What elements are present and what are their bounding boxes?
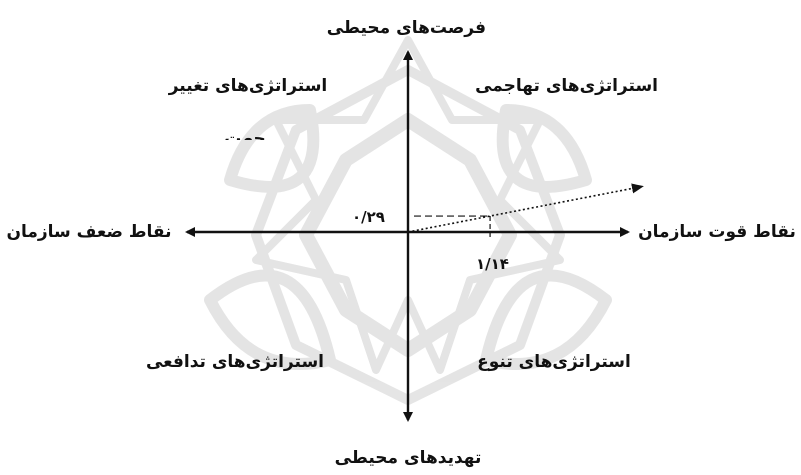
opportunities-axis-label: فرصت‌های محیطی xyxy=(330,17,486,39)
weaknesses-axis-label: نقاط ضعف سازمان xyxy=(6,221,172,243)
strengths-axis-label: نقاط قوت سازمان xyxy=(637,221,797,243)
top-left-quadrant-label: استراتژی‌های تغییر xyxy=(158,75,338,97)
x-value-label: ۱/۱۴ xyxy=(476,255,509,273)
bottom-right-quadrant-label: استراتژی‌های تنوع xyxy=(474,351,634,373)
top-left-quadrant-label-line2: جهت xyxy=(200,128,290,140)
threats-axis-label: تهدیدهای محیطی xyxy=(325,447,491,469)
bottom-left-quadrant-label: استراتژی‌های تدافعی xyxy=(150,351,324,373)
y-value-label: ۰/۲۹ xyxy=(352,208,385,226)
top-left-quadrant-label-line2-clip: جهت xyxy=(200,128,290,140)
top-right-quadrant-label: استراتژی‌های تهاجمی xyxy=(478,75,658,97)
